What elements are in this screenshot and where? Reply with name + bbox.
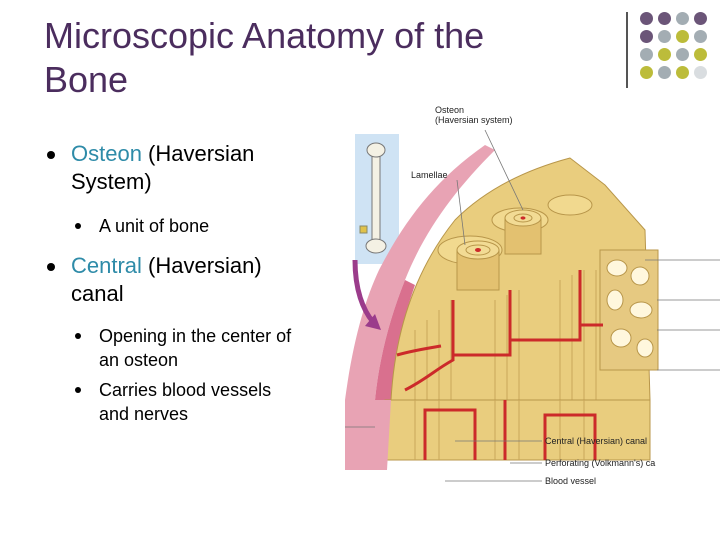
dot-purple [658, 12, 671, 25]
sub-bullet-text: an osteon [99, 348, 344, 372]
label-perforating-canal: Perforating (Volkmann's) ca [545, 458, 655, 468]
label-osteon-line-2: (Haversian system) [435, 115, 513, 125]
sub-bullet-opening: Opening in the center of an osteon [44, 324, 344, 372]
term-highlight: Central [71, 253, 142, 278]
term-highlight: Osteon [71, 141, 142, 166]
osteon-cylinder [505, 210, 541, 254]
decorative-dot-grid [626, 12, 716, 92]
bullet-osteon-line-2: System) [71, 168, 344, 196]
slide-title-line-2: Bone [44, 58, 604, 102]
dot-olive [658, 48, 671, 61]
bullet-osteon: Osteon (Haversian System) [44, 140, 344, 196]
dot-olive [676, 66, 689, 79]
sub-bullet-text: and nerves [99, 402, 344, 426]
label-blood-vessel: Blood vessel [545, 476, 596, 486]
dot-purple [640, 12, 653, 25]
bullet-marker [47, 263, 55, 271]
bullet-osteon-line-1: Osteon (Haversian [71, 140, 344, 168]
sub-bullet-carries: Carries blood vessels and nerves [44, 378, 344, 426]
dot-purple [694, 12, 707, 25]
osteon-top-surface [548, 195, 592, 215]
spongy-bone [600, 250, 658, 370]
dot-olive [676, 30, 689, 43]
bullet-central-line-1: Central (Haversian) [71, 252, 344, 280]
bullet-central-line-2: canal [71, 280, 344, 308]
label-osteon-line-1: Osteon [435, 105, 513, 115]
label-central-canal: Central (Haversian) canal [545, 436, 647, 446]
dot-gray [640, 48, 653, 61]
slide-title: Microscopic Anatomy of the Bone [44, 14, 604, 102]
sub-bullet-unit-of-bone: A unit of bone [44, 214, 344, 238]
dot-gray [676, 48, 689, 61]
slide-title-line-1: Microscopic Anatomy of the [44, 14, 604, 58]
dot-gray [694, 30, 707, 43]
bullet-list: Osteon (Haversian System) A unit of bone… [44, 140, 344, 426]
sub-bullet-text: Opening in the center of [99, 324, 344, 348]
sub-bullet-marker [75, 223, 81, 229]
periosteum-lower [345, 400, 391, 470]
sub-bullet-text: A unit of bone [99, 214, 344, 238]
dot-gray [658, 66, 671, 79]
dot-gray [658, 30, 671, 43]
sub-bullet-marker [75, 333, 81, 339]
dot-gray [676, 12, 689, 25]
label-osteon: Osteon (Haversian system) [435, 105, 513, 125]
bullet-text: (Haversian) [142, 253, 262, 278]
osteon-diagram-svg [345, 100, 720, 500]
sub-bullet-marker [75, 387, 81, 393]
osteon-cylinder [457, 241, 499, 290]
bullet-marker [47, 151, 55, 159]
dot-olive [640, 66, 653, 79]
bullet-text: (Haversian [142, 141, 254, 166]
dot-olive [694, 48, 707, 61]
dot-purple [640, 30, 653, 43]
label-lamellae: Lamellae [411, 170, 448, 180]
sub-bullet-text: Carries blood vessels [99, 378, 344, 402]
osteon-illustration: Osteon (Haversian system) Lamellae Centr… [345, 100, 720, 500]
bullet-central-canal: Central (Haversian) canal [44, 252, 344, 308]
dot-light-gray [694, 66, 707, 79]
